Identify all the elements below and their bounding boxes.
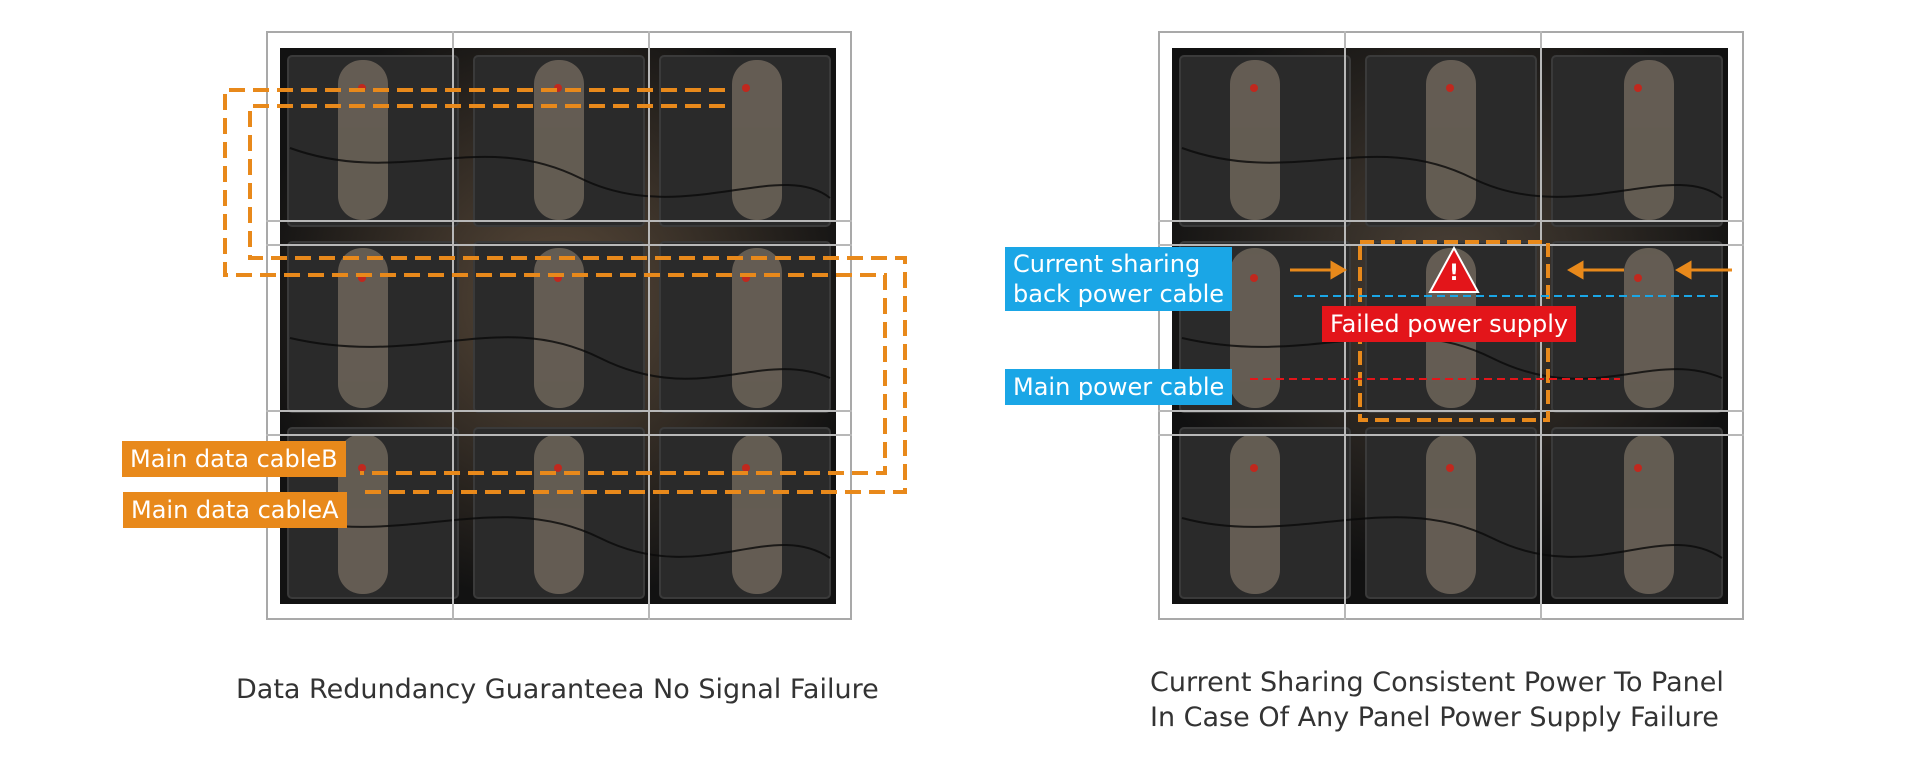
failed-power-supply-label: Failed power supply bbox=[1322, 306, 1577, 342]
warning-symbol: ! bbox=[1448, 261, 1460, 286]
grid-divider bbox=[1158, 410, 1744, 412]
grid-divider bbox=[1158, 220, 1744, 222]
led-cabinet-back-photo bbox=[280, 48, 836, 604]
data-cable-b-label: Main data cableB bbox=[122, 441, 346, 477]
cabinet-frame bbox=[1158, 31, 1744, 620]
right-caption-line1: Current Sharing Consistent Power To Pane… bbox=[1150, 667, 1724, 698]
cabinet-modules-illustration bbox=[1172, 48, 1728, 604]
backup-power-cable-label-line1: Current sharing bbox=[1013, 250, 1201, 278]
left-caption: Data Redundancy Guaranteea No Signal Fai… bbox=[236, 674, 879, 705]
grid-divider bbox=[266, 220, 852, 222]
led-cabinet-back-photo bbox=[1172, 48, 1728, 604]
grid-divider bbox=[648, 31, 650, 620]
grid-divider bbox=[266, 244, 852, 246]
grid-divider bbox=[266, 410, 852, 412]
data-redundancy-panel: Main data cableB Main data cableA Data R… bbox=[122, 31, 907, 705]
right-caption-line2: In Case Of Any Panel Power Supply Failur… bbox=[1150, 702, 1719, 733]
grid-divider bbox=[1158, 244, 1744, 246]
grid-divider bbox=[452, 31, 454, 620]
backup-power-cable-label: Current sharing back power cable bbox=[1005, 247, 1233, 311]
right-caption: Current Sharing Consistent Power To Pane… bbox=[1150, 665, 1724, 735]
grid-divider bbox=[266, 434, 852, 436]
cabinet-modules-illustration bbox=[280, 48, 836, 604]
grid-divider bbox=[1158, 434, 1744, 436]
data-cable-a-label: Main data cableA bbox=[123, 492, 347, 528]
main-power-cable-label: Main power cable bbox=[1005, 369, 1233, 405]
backup-power-cable-label-line2: back power cable bbox=[1013, 280, 1225, 308]
current-sharing-panel: ! Current sharing back power cable Main … bbox=[960, 0, 1920, 777]
